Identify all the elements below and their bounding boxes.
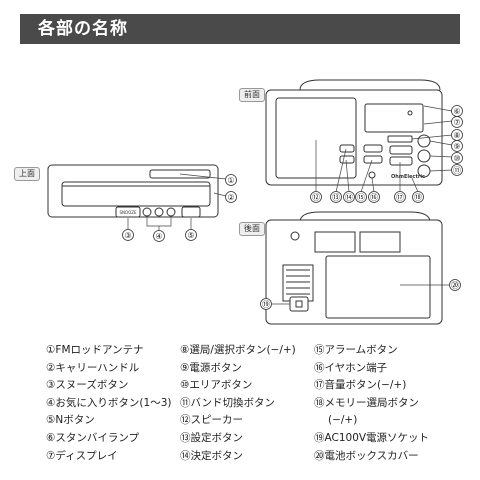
legend-item: ⑲AC100V電源ソケット: [314, 431, 430, 444]
callout-16: ⑯: [370, 193, 378, 202]
callout-14: ⑭: [345, 193, 353, 202]
legend-item: ⑨電源ボタン: [180, 361, 242, 374]
callout-5: ⑤: [187, 231, 194, 240]
callout-19: ⑲: [262, 300, 270, 309]
callout-4: ④: [155, 232, 162, 241]
callout-17: ⑰: [396, 193, 404, 202]
view-label-top: 上面: [14, 167, 40, 181]
view-label-back: 後面: [239, 222, 265, 236]
page-title: 各部の名称: [20, 14, 460, 44]
legend-item: ①FMロッドアンテナ: [46, 344, 144, 356]
legend-item: ②キャリーハンドル: [46, 361, 140, 374]
view-label-front: 前面: [239, 88, 265, 102]
legend-item: (−/+): [328, 414, 358, 427]
legend-item: ⑯イヤホン端子: [314, 361, 388, 374]
callout-1: ①: [227, 176, 234, 185]
callout-2: ②: [227, 193, 234, 202]
logo: OhmElectric: [391, 174, 425, 180]
legend-item: ⑭決定ボタン: [180, 449, 243, 462]
callout-9: ⑨: [453, 142, 460, 151]
legend-item: ⑦ディスプレイ: [46, 449, 118, 462]
legend-item: ⑥スタンバイランプ: [46, 431, 140, 444]
callout-7: ⑦: [453, 118, 460, 127]
top-view-radio: [47, 164, 219, 218]
callout-15: ⑮: [357, 193, 365, 202]
legend-column-2: ⑧選局/選択ボタン(−/+) ⑨電源ボタン ⑩エリアボタン ⑪バンド切換ボタン …: [180, 342, 296, 465]
legend-item: ⑬設定ボタン: [180, 431, 243, 444]
callout-6: ⑥: [453, 107, 460, 116]
legend-item: ③スヌーズボタン: [46, 379, 129, 392]
legend-column-1: ①FMロッドアンテナ ②キャリーハンドル ③スヌーズボタン ④お気に入りボタン(…: [46, 342, 171, 465]
callout-10: ⑩: [453, 154, 460, 163]
callout-18: ⑱: [414, 193, 422, 202]
callout-3: ③: [124, 231, 131, 240]
legend-item: ④お気に入りボタン(1〜3): [46, 396, 172, 409]
legend-item: ⑰音量ボタン(−/+): [314, 379, 407, 392]
callout-11: ⑪: [453, 166, 461, 175]
legend-item: ⑧選局/選択ボタン(−/+): [180, 344, 296, 356]
legend-item: ⑳電池ボックスカバー: [314, 449, 419, 462]
legend-item: ⑤Nボタン: [46, 414, 95, 427]
legend-item: ⑫スピーカー: [180, 414, 243, 427]
callout-8: ⑧: [453, 131, 460, 140]
legend-column-3: ⑮アラームボタン ⑯イヤホン端子 ⑰音量ボタン(−/+) ⑱メモリー選局ボタン …: [314, 342, 429, 465]
back-view-radio: [265, 211, 443, 325]
legend-item: ⑪バンド切換ボタン: [180, 396, 276, 409]
legend-item: ⑮アラームボタン: [314, 344, 398, 356]
callout-12: ⑫: [312, 193, 320, 202]
legend-item: ⑱メモリー選局ボタン: [314, 396, 419, 409]
snooze-label: SNOOZE: [119, 210, 137, 215]
front-view-radio: [265, 79, 443, 186]
callout-20: ⑳: [451, 281, 459, 290]
callout-13: ⑬: [332, 193, 340, 202]
legend-item: ⑩エリアボタン: [180, 379, 253, 392]
